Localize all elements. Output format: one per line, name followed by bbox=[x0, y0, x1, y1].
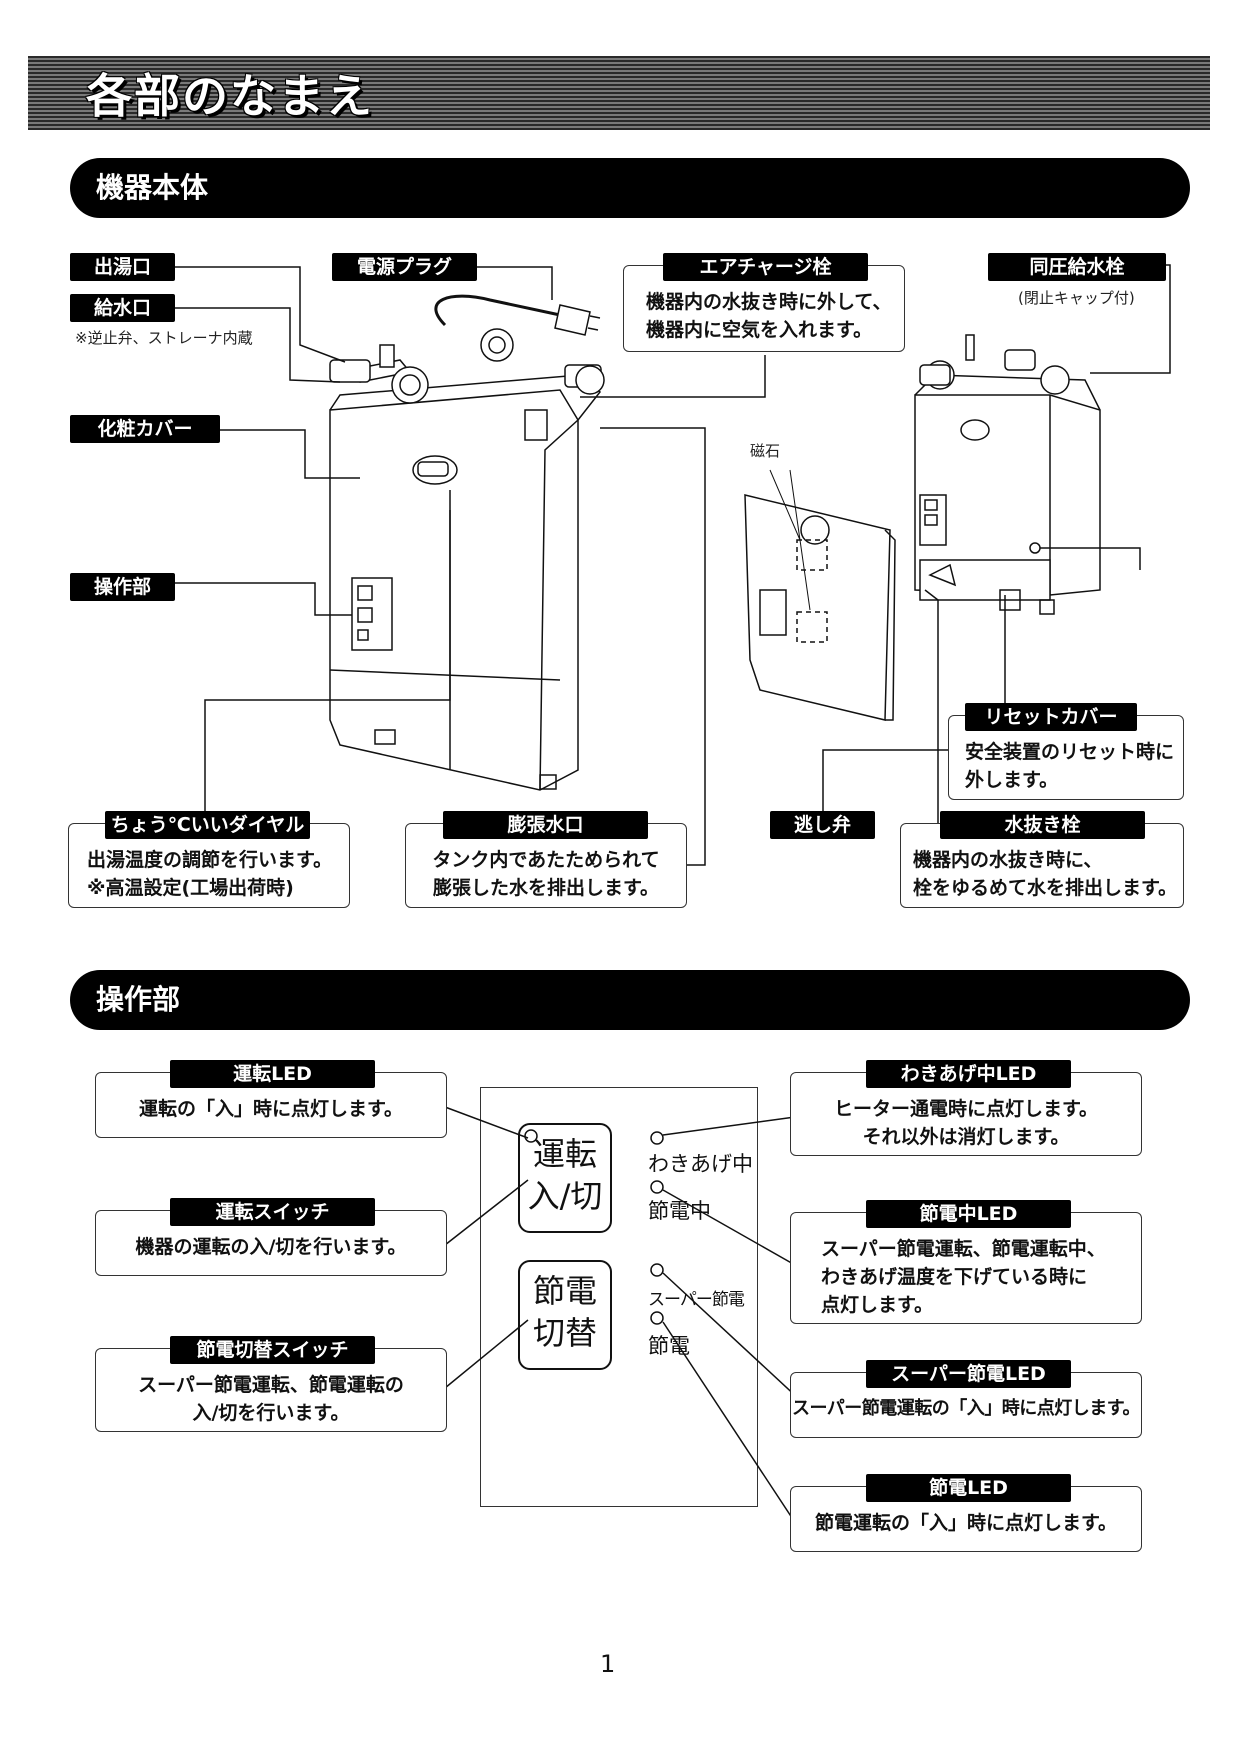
saving-led-desc-1: スーパー節電運転、節電運転中、 bbox=[821, 1238, 1106, 1260]
label-run-switch: 運転スイッチ bbox=[170, 1198, 375, 1226]
label-control: 操作部 bbox=[70, 573, 175, 601]
section-header-body: 機器本体 bbox=[70, 158, 1190, 218]
saving-led-box: スーパー節電運転、節電運転中、 わきあげ温度を下げている時に 点灯します。 bbox=[790, 1212, 1142, 1324]
indicator-super-label: スーパー節電 bbox=[648, 1290, 745, 1310]
section-title-panel: 操作部 bbox=[96, 983, 181, 1016]
run-led-icon bbox=[524, 1129, 538, 1143]
inlet-note: ※逆止弁、ストレーナ内蔵 bbox=[75, 329, 253, 347]
run-led-desc: 運転の「入」時に点灯します。 bbox=[138, 1098, 404, 1120]
page-title-bar bbox=[28, 56, 1210, 130]
page-title: 各部のなまえ bbox=[86, 69, 374, 123]
save-led-desc: 節電運転の「入」時に点灯します。 bbox=[814, 1512, 1118, 1534]
expansion-desc-1: タンク内であたためられて bbox=[432, 849, 660, 871]
section-title-body: 機器本体 bbox=[96, 171, 209, 204]
run-switch-desc: 機器の運転の入/切を行います。 bbox=[135, 1236, 407, 1258]
label-relief: 逃し弁 bbox=[770, 811, 875, 839]
label-plug: 電源プラグ bbox=[332, 253, 477, 281]
saving-led-icon bbox=[650, 1180, 664, 1194]
indicator-boil-label: わきあげ中 bbox=[648, 1152, 753, 1176]
indicator-save-label: 節電 bbox=[648, 1334, 690, 1358]
super-led-desc: スーパー節電運転の「入」時に点灯します。 bbox=[791, 1398, 1141, 1419]
boil-led-icon bbox=[650, 1131, 664, 1145]
reset-desc-1: 安全装置のリセット時に bbox=[965, 741, 1175, 763]
super-led-icon bbox=[650, 1263, 664, 1277]
air-valve-desc-1: 機器内の水抜き時に外して、 bbox=[646, 291, 892, 313]
label-reset: リセットカバー bbox=[965, 703, 1137, 731]
magnet-label: 磁石 bbox=[750, 442, 781, 460]
save-switch[interactable]: 節電 切替 bbox=[518, 1260, 612, 1370]
dial-desc-1: 出湯温度の調節を行います。 bbox=[87, 849, 333, 871]
label-expansion: 膨張水口 bbox=[443, 811, 648, 839]
saving-led-desc-3: 点灯します。 bbox=[821, 1294, 934, 1316]
save-led-icon bbox=[650, 1311, 664, 1325]
super-led-box: スーパー節電運転の「入」時に点灯します。 bbox=[790, 1372, 1142, 1438]
boil-led-desc-1: ヒーター通電時に点灯します。 bbox=[833, 1098, 1099, 1120]
label-boil-led: わきあげ中LED bbox=[866, 1060, 1071, 1088]
label-inlet: 給水口 bbox=[70, 294, 175, 322]
drain-desc-2: 栓をゆるめて水を排出します。 bbox=[913, 877, 1178, 899]
section-header-panel: 操作部 bbox=[70, 970, 1190, 1030]
air-valve-desc-2: 機器内に空気を入れます。 bbox=[646, 319, 873, 341]
dial-desc-2: ※高温設定(工場出荷時) bbox=[87, 877, 294, 899]
label-dial: ちょう℃いいダイヤル bbox=[105, 811, 310, 839]
boil-led-desc-2: それ以外は消灯します。 bbox=[862, 1126, 1070, 1148]
run-switch-label-1: 運転 bbox=[532, 1135, 597, 1173]
pressure-valve-note: (閉止キャップ付) bbox=[1018, 289, 1135, 307]
label-saving-led: 節電中LED bbox=[866, 1200, 1071, 1228]
label-save-led: 節電LED bbox=[866, 1474, 1071, 1502]
label-pressure-valve: 同圧給水栓 bbox=[988, 253, 1166, 281]
run-switch-label-2: 入/切 bbox=[527, 1177, 603, 1215]
label-air-valve: エアチャージ栓 bbox=[663, 253, 868, 281]
page-number: 1 bbox=[600, 1650, 616, 1678]
saving-led-desc-2: わきあげ温度を下げている時に bbox=[821, 1266, 1088, 1288]
save-switch-desc-2: 入/切を行います。 bbox=[192, 1402, 350, 1424]
control-panel bbox=[480, 1087, 758, 1507]
drain-desc-1: 機器内の水抜き時に、 bbox=[913, 849, 1103, 871]
expansion-desc-2: 膨張した水を排出します。 bbox=[432, 877, 660, 899]
reset-desc-2: 外します。 bbox=[965, 769, 1059, 791]
label-super-led: スーパー節電LED bbox=[866, 1360, 1071, 1388]
save-switch-desc-1: スーパー節電運転、節電運転の bbox=[138, 1374, 404, 1396]
save-switch-label-2: 切替 bbox=[532, 1314, 597, 1352]
save-switch-label-1: 節電 bbox=[532, 1272, 597, 1310]
label-cover: 化粧カバー bbox=[70, 415, 220, 443]
label-run-led: 運転LED bbox=[170, 1060, 375, 1088]
label-outlet: 出湯口 bbox=[70, 253, 175, 281]
label-drain: 水抜き栓 bbox=[940, 811, 1145, 839]
label-save-switch: 節電切替スイッチ bbox=[170, 1336, 375, 1364]
